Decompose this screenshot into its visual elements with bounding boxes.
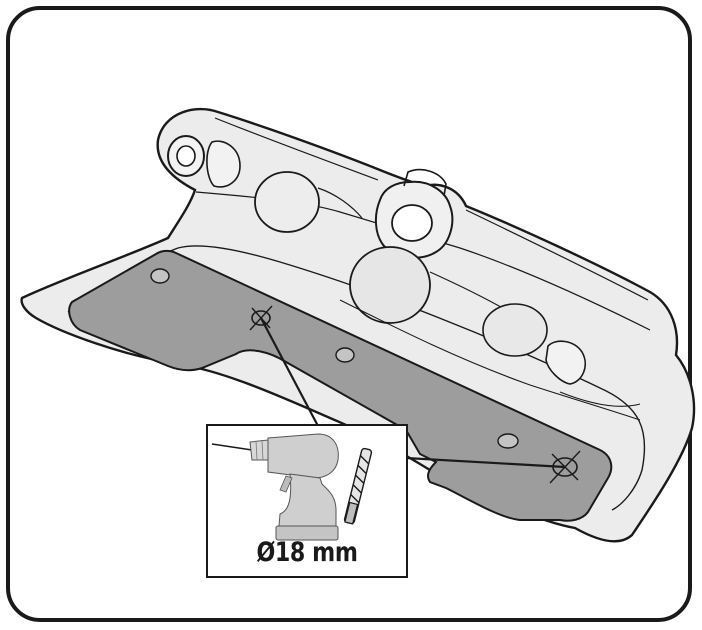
right-recess <box>482 303 548 357</box>
drill-callout-art <box>211 433 373 541</box>
leader-line-2 <box>405 456 566 469</box>
right-rim <box>465 209 649 301</box>
lower-contour-2 <box>559 391 641 407</box>
plate-hole-3 <box>497 433 519 449</box>
upper-rim <box>214 117 379 181</box>
drill-bit-line <box>211 443 253 451</box>
lower-contour <box>339 299 641 421</box>
center-recess <box>349 246 431 324</box>
right-cylinder <box>545 340 586 385</box>
left-recess <box>254 171 320 233</box>
plate-hole-1 <box>150 268 170 284</box>
cordless-drill-icon <box>249 433 339 541</box>
drill-size-label: Ø18 mm <box>256 537 358 568</box>
left-cylinder <box>206 140 241 188</box>
recess-edge <box>317 187 363 219</box>
drill-mark-1 <box>251 310 271 326</box>
plate-hole-2 <box>335 347 355 363</box>
mounting-plate-shape <box>68 249 613 522</box>
mounting-plate <box>68 249 613 522</box>
drill-bit-icon <box>343 447 373 525</box>
leader-line-1 <box>260 317 319 427</box>
tower-top <box>403 168 447 197</box>
drill-callout: Ø18 mm <box>206 424 408 578</box>
pivot-hole <box>176 145 196 167</box>
tower-hole <box>391 204 433 242</box>
